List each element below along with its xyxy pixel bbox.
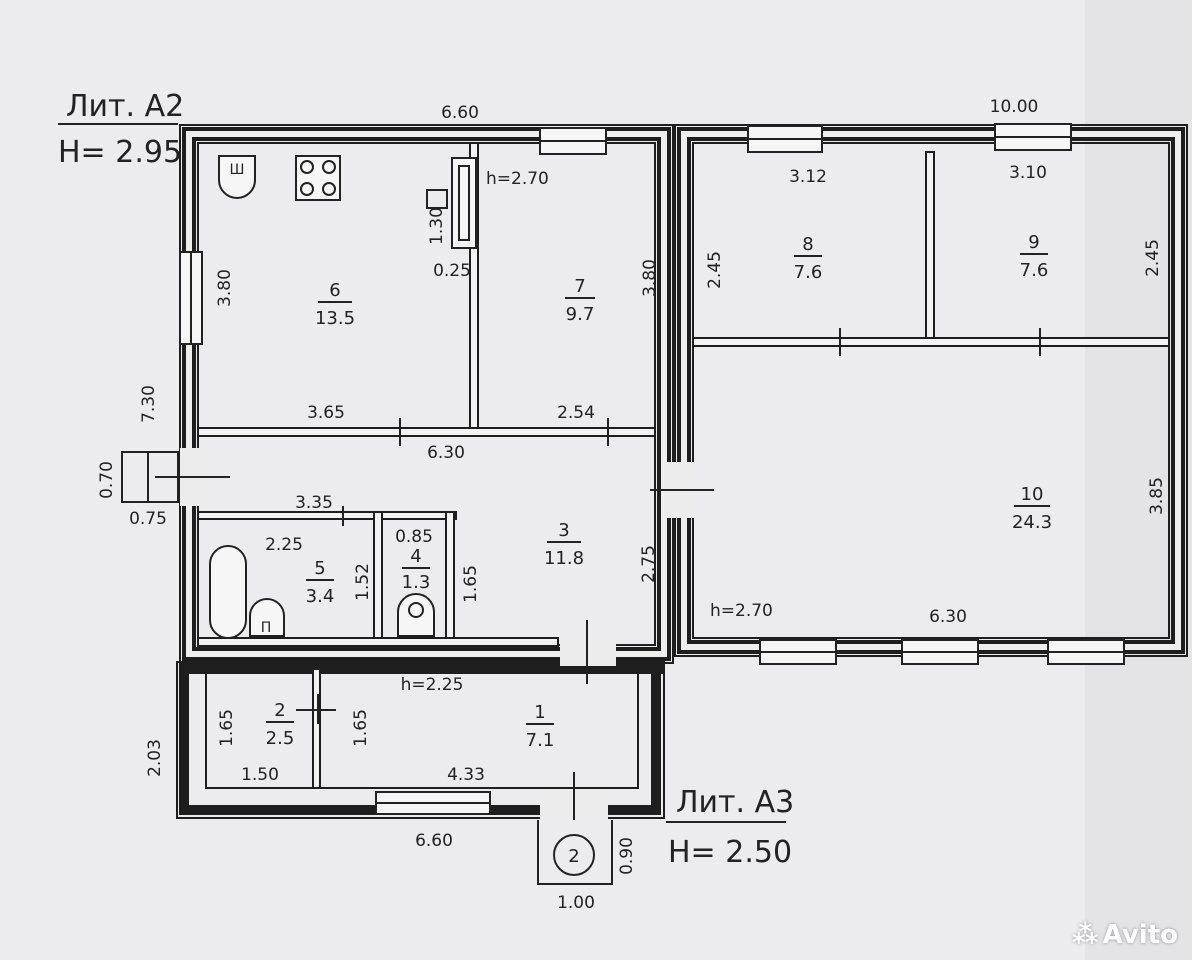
room-6: 6 13.5 xyxy=(315,280,355,329)
room-5: 5 3.4 xyxy=(306,558,335,607)
dim-312: 3.12 xyxy=(789,167,827,187)
porch-number: 2 xyxy=(568,846,579,867)
room-area: 7.6 xyxy=(794,262,823,283)
avito-watermark: ⁂Avito xyxy=(1072,920,1178,950)
room-area: 13.5 xyxy=(315,308,355,329)
room-area: 11.8 xyxy=(544,548,584,569)
room-number: 9 xyxy=(1028,232,1039,253)
dim-top-1000: 10.00 xyxy=(990,97,1039,117)
liter-a2-title: Лит. А2 H= 2.95 xyxy=(58,89,184,170)
room-area: 7.1 xyxy=(526,730,555,751)
dim-365: 3.65 xyxy=(307,403,345,423)
room-area: 24.3 xyxy=(1012,512,1052,533)
room-number: 10 xyxy=(1021,484,1044,505)
room-area: 7.6 xyxy=(1020,260,1049,281)
room-number: 1 xyxy=(534,702,545,723)
door-marks xyxy=(121,328,1041,820)
dim-130: 1.30 xyxy=(427,207,447,245)
room-2: 2 2.5 xyxy=(266,700,295,749)
fixture-labels: Ш П xyxy=(230,162,272,636)
height-270-b: h=2.70 xyxy=(710,601,773,621)
dim-630-bottom: 6.30 xyxy=(929,607,967,627)
dim-203: 2.03 xyxy=(145,739,165,777)
room-number: 2 xyxy=(274,700,285,721)
room-number: 6 xyxy=(329,280,340,301)
liter-a2-name: Лит. А2 xyxy=(66,89,184,124)
room-4: 4 1.3 xyxy=(402,546,431,593)
room-9: 9 7.6 xyxy=(1020,232,1049,281)
svg-text:Ш: Ш xyxy=(230,162,245,178)
dim-433: 4.33 xyxy=(447,765,485,785)
windows xyxy=(179,123,1125,815)
room-number: 3 xyxy=(558,520,569,541)
dim-245-a: 2.45 xyxy=(705,251,725,289)
room-number: 5 xyxy=(314,558,325,579)
dim-225: 2.25 xyxy=(265,535,303,555)
dim-310: 3.10 xyxy=(1009,163,1047,183)
dim-top-660: 6.60 xyxy=(441,103,479,123)
dim-150: 1.50 xyxy=(241,765,279,785)
dim-100: 1.00 xyxy=(557,893,595,913)
liter-a3-title: Лит. А3 H= 2.50 xyxy=(666,785,794,870)
dim-025: 0.25 xyxy=(433,261,471,281)
room-8: 8 7.6 xyxy=(794,234,823,283)
room-3: 3 11.8 xyxy=(544,520,584,569)
room-area: 1.3 xyxy=(402,572,431,593)
room-area: 9.7 xyxy=(566,304,595,325)
height-225: h=2.25 xyxy=(401,675,464,695)
height-270-a: h=2.70 xyxy=(486,169,549,189)
liter-a2-height: H= 2.95 xyxy=(58,135,182,170)
room-number: 4 xyxy=(410,546,421,567)
dim-254: 2.54 xyxy=(557,403,595,423)
dim-730: 7.30 xyxy=(139,385,159,423)
dim-380-right: 3.80 xyxy=(640,259,660,297)
liter-a3-name: Лит. А3 xyxy=(676,785,794,820)
dim-090: 0.90 xyxy=(617,837,637,875)
dimensions: 6.60 10.00 3.12 3.10 h=2.70 1.30 0.25 3.… xyxy=(97,97,1167,913)
dim-152: 1.52 xyxy=(353,563,373,601)
dim-245-b: 2.45 xyxy=(1143,239,1163,277)
dim-075: 0.75 xyxy=(129,509,167,529)
liter-a3-height: H= 2.50 xyxy=(668,835,792,870)
dim-275: 2.75 xyxy=(639,545,659,583)
dim-630-mid: 6.30 xyxy=(427,443,465,463)
room-number: 7 xyxy=(574,276,585,297)
dim-085: 0.85 xyxy=(395,527,433,547)
interior-walls xyxy=(197,142,1170,789)
dim-385: 3.85 xyxy=(1147,477,1167,515)
dim-380-left: 3.80 xyxy=(215,269,235,307)
fixtures xyxy=(209,155,477,639)
watermark-text: Avito xyxy=(1102,920,1178,950)
room-area: 3.4 xyxy=(306,586,335,607)
wall-lines xyxy=(176,124,1188,819)
porch xyxy=(537,820,613,885)
room-10: 10 24.3 xyxy=(1012,484,1052,533)
dim-165-b: 1.65 xyxy=(217,709,237,747)
room-number: 8 xyxy=(802,234,813,255)
dim-165-c: 1.65 xyxy=(351,709,371,747)
room-7: 7 9.7 xyxy=(565,276,595,325)
avito-logo-icon: ⁂ xyxy=(1072,920,1099,950)
dim-165-a: 1.65 xyxy=(461,565,481,603)
dim-660-bottom: 6.60 xyxy=(415,831,453,851)
room-area: 2.5 xyxy=(266,728,295,749)
room-1: 1 7.1 xyxy=(526,702,555,751)
svg-text:П: П xyxy=(261,620,272,636)
dim-070: 0.70 xyxy=(97,461,117,499)
dim-335: 3.35 xyxy=(295,493,333,513)
